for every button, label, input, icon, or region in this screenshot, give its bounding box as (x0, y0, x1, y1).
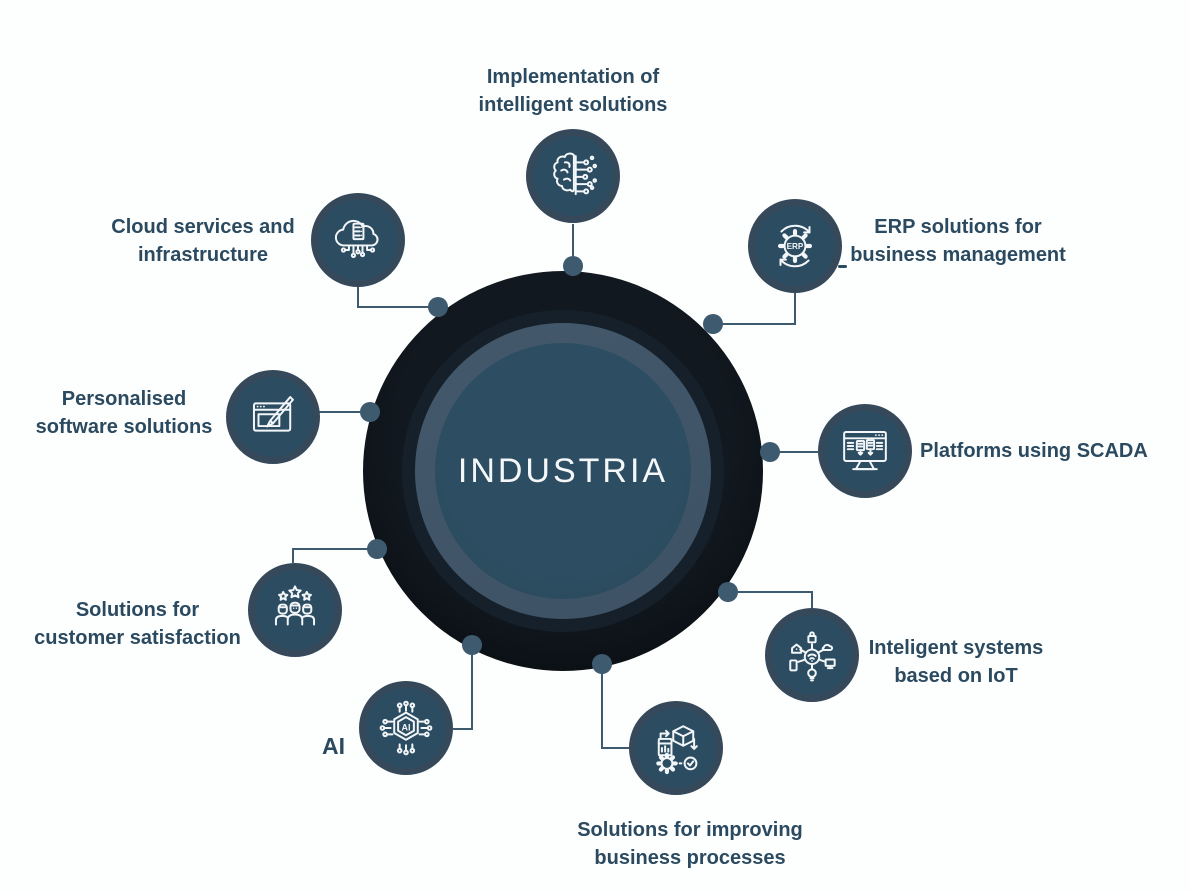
node-customer-satisfaction (248, 563, 342, 657)
label-line: business processes (594, 847, 786, 869)
connector-dot (428, 297, 448, 317)
node-ai: AI (359, 681, 453, 775)
node-cloud-services (311, 193, 405, 287)
node-business-process-solutions (629, 701, 723, 795)
connector-dot (462, 635, 482, 655)
process-optimization-icon (656, 725, 698, 775)
label-personalised-software: Personalised software solutions (0, 385, 248, 441)
label-line: Platforms using SCADA (920, 440, 1148, 462)
node-erp-solutions: ERP (748, 199, 842, 293)
connector-dot (563, 256, 583, 276)
connector-dot (760, 442, 780, 462)
label-cloud-services: Cloud services and infrastructure (53, 213, 353, 269)
connector-cloud (357, 287, 438, 308)
label-line: Implementation of (486, 66, 660, 88)
node-personalised-software (226, 370, 320, 464)
connector-dot (592, 654, 612, 674)
node-iot-systems (765, 608, 859, 702)
label-line: ERP solutions for (874, 216, 1042, 238)
label-line: infrastructure (137, 244, 269, 266)
connector-dot (703, 314, 723, 334)
connector-dot (360, 402, 380, 422)
label-line: customer satisfaction (34, 627, 241, 649)
label-line: Inteligent systems (868, 637, 1044, 659)
connector-iot (728, 591, 813, 609)
label-line: intelligent solutions (478, 94, 668, 116)
node-implementation-intelligent-solutions (526, 129, 620, 223)
label-erp-solutions: ERP solutions for business management (808, 213, 1108, 269)
label-line: Personalised (61, 388, 187, 410)
connector-customers (292, 548, 377, 563)
label-iot-systems: Inteligent systems based on IoT (806, 634, 1106, 690)
label-line: Solutions for improving (577, 819, 803, 841)
software-design-icon (252, 396, 294, 432)
connector-dot (367, 539, 387, 559)
central-title: INDUSTRIA (457, 451, 669, 490)
label-line: Cloud services and (111, 216, 295, 238)
label-customer-satisfaction: Solutions for customer satisfaction (10, 596, 265, 652)
erp-gear-icon: ERP (777, 224, 813, 268)
label-implementation-intelligent-solutions: Implementation of intelligent solutions (423, 63, 723, 119)
brain-circuit-icon (553, 152, 598, 196)
connector-erp (713, 293, 796, 325)
label-line: AI (322, 733, 345, 759)
customer-satisfaction-icon (274, 585, 316, 626)
connector-ai (453, 645, 473, 730)
scada-monitor-icon (843, 430, 887, 471)
iot-network-icon (789, 631, 836, 682)
label-line: Solutions for (75, 599, 200, 621)
svg-text:ERP: ERP (787, 242, 804, 251)
connector-process (601, 664, 629, 749)
cloud-infrastructure-icon (334, 219, 379, 259)
central-inner-circle (435, 343, 691, 599)
stray-mark (838, 265, 847, 268)
label-ai: AI (245, 731, 345, 761)
label-line: based on IoT (894, 665, 1018, 687)
node-scada-platforms (818, 404, 912, 498)
svg-text:AI: AI (401, 723, 410, 733)
ai-chip-icon: AI (379, 700, 433, 756)
central-hub-circle: INDUSTRIA (363, 271, 763, 671)
label-line: business management (850, 244, 1066, 266)
connector-dot (718, 582, 738, 602)
label-line: software solutions (35, 416, 213, 438)
label-business-process-solutions: Solutions for improving business process… (540, 816, 840, 872)
label-scada-platforms: Platforms using SCADA (920, 437, 1180, 465)
